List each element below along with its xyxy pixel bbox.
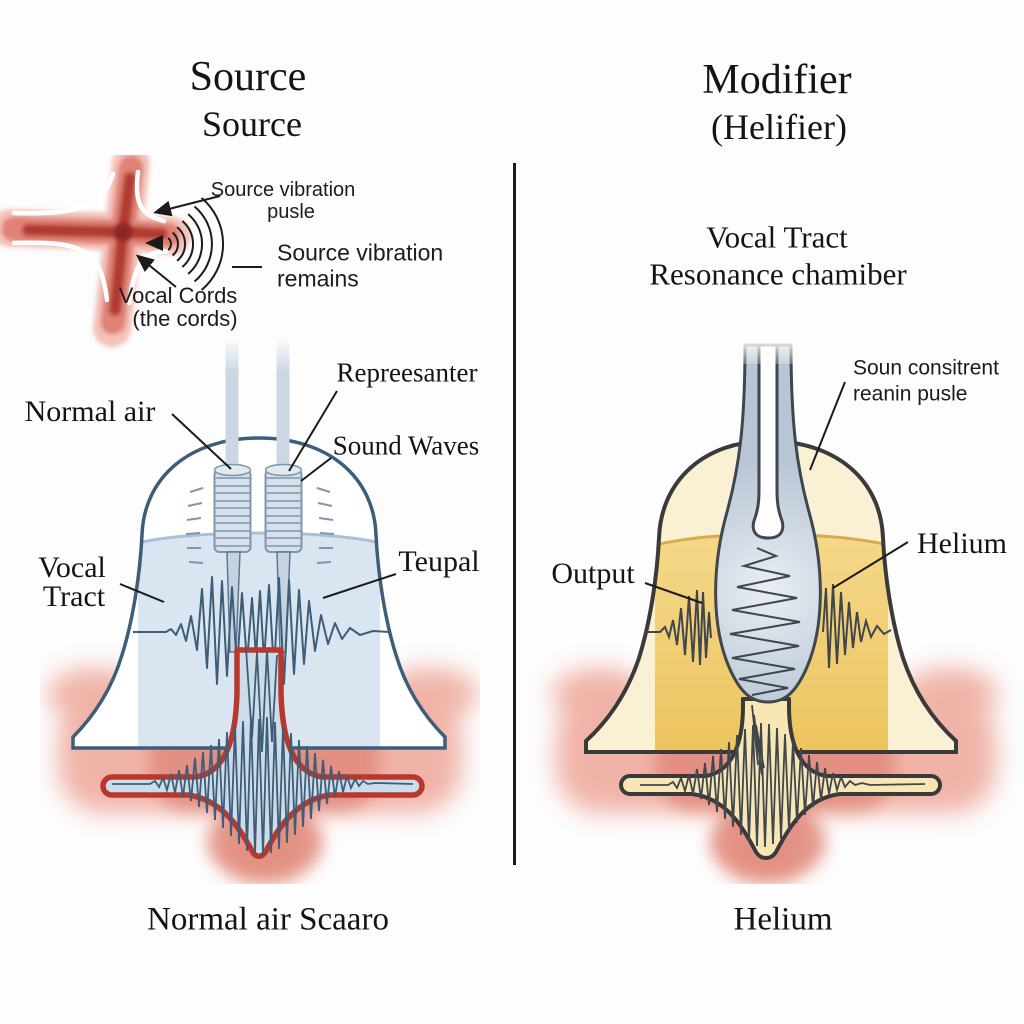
vocal-cords-inset-illustration (0, 155, 262, 347)
airway-funnel (619, 697, 942, 860)
fill-line (141, 531, 377, 544)
inset-leader-lines (135, 195, 262, 288)
right-heading-line2: Resonance chamiber (649, 256, 907, 292)
corrugated-cylinder-right (264, 463, 303, 553)
vocal-cords-label-line2: (the cords) (132, 306, 238, 331)
sound-wave-arcs-icon (167, 197, 224, 291)
vocal-cords-label-line1: Vocal Cords (118, 283, 238, 308)
helium-label: Helium (917, 527, 1007, 560)
vocal-cords-x-shape (0, 155, 191, 347)
sac-slot (751, 343, 785, 540)
teupal-label: Teupal (398, 545, 480, 578)
vocal-tract-air-fill (138, 533, 380, 748)
panel-divider (513, 163, 516, 865)
red-airway-channel (100, 647, 425, 859)
vocal-tract-label-line1: Vocal (38, 551, 106, 584)
sound-constituent-label-line1: Soun consitrent (853, 356, 999, 380)
sound-waveform (133, 576, 391, 685)
right-leader-lines (644, 381, 909, 604)
sound-waves-label: Sound Waves (332, 430, 480, 461)
left-title: Source (189, 54, 307, 100)
sound-constituent-label-line2: reanin pusle (853, 382, 968, 406)
output-label: Output (551, 557, 635, 590)
bell-outline (71, 436, 447, 750)
vocal-tract-label-line2: Tract (42, 580, 106, 613)
lens-waveform (112, 716, 414, 857)
right-caption: Helium (733, 901, 833, 938)
throat-waveform (751, 704, 765, 776)
normal-air-vocal-tract-diagram (47, 338, 478, 882)
tube-right (276, 338, 290, 472)
representer-label: Repreesanter (336, 357, 478, 388)
right-heading-line1: Vocal Tract (706, 219, 848, 255)
vibration-pulse-label-line2: pusle (267, 201, 315, 223)
side-waveform-right (822, 583, 892, 669)
right-subtitle: (Helifier) (711, 107, 847, 147)
normal-air-label: Normal air (24, 395, 156, 428)
helium-vocal-tract-diagram (552, 338, 998, 882)
vibration-dashes (185, 487, 335, 564)
tube-left (225, 338, 239, 472)
lens-waveform (640, 722, 926, 848)
left-caption: Normal air Scaaro (147, 901, 389, 938)
vibration-remains-label-line2: remains (277, 265, 359, 292)
sac-top-fade (735, 338, 799, 364)
right-title: Modifier (702, 57, 852, 103)
corrugated-cylinder-left (213, 463, 252, 553)
left-leader-lines (119, 390, 397, 603)
sac-waveform (729, 547, 801, 696)
side-waveform-left (645, 589, 712, 666)
vibration-pulse-label-line1: Source vibration (210, 179, 356, 201)
vibration-remains-label-line1: Source vibration (277, 239, 444, 266)
cords-center (114, 223, 132, 241)
left-subtitle: Source (202, 104, 302, 144)
